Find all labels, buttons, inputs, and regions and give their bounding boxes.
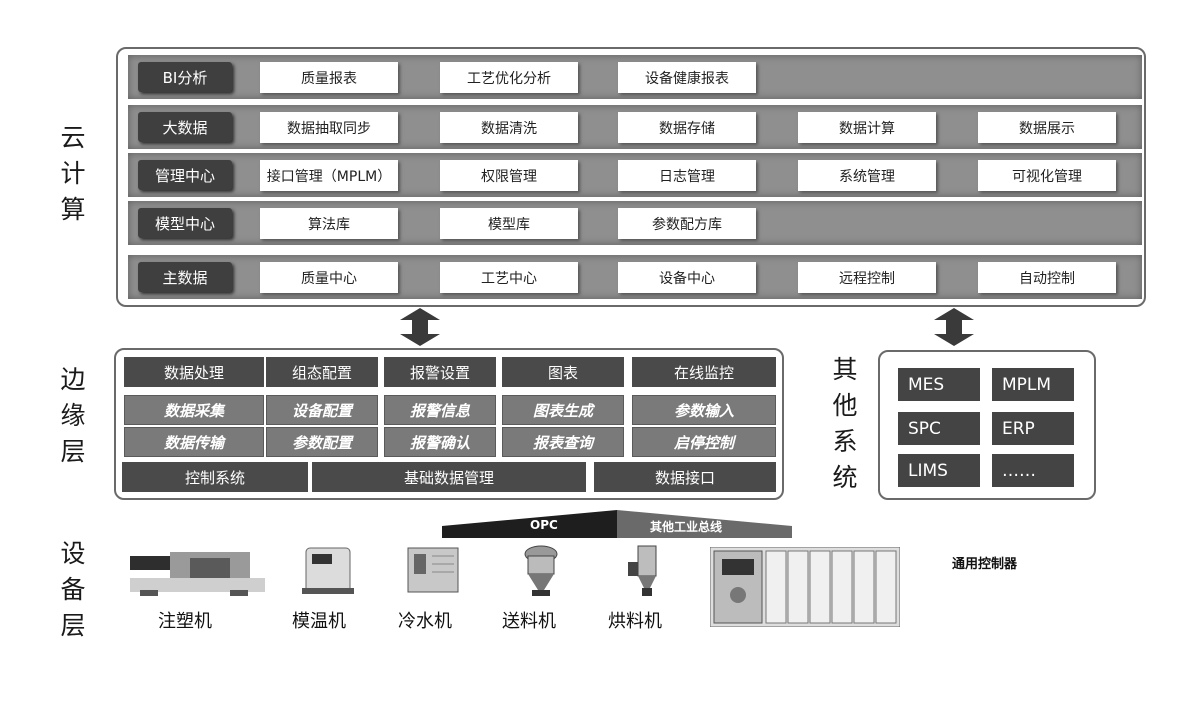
cloud-module-box: 自动控制 bbox=[978, 262, 1116, 293]
edge-function-cell: 报警设置 bbox=[384, 357, 496, 387]
industrial-bus bbox=[432, 508, 792, 538]
other-system-cell: LIMS bbox=[898, 454, 980, 487]
edge-function-cell: 数据接口 bbox=[594, 462, 776, 492]
edge-panel: 数据处理组态配置报警设置图表在线监控数据采集设备配置报警信息图表生成参数输入数据… bbox=[114, 348, 784, 500]
cloud-module-box: 数据清洗 bbox=[440, 112, 578, 143]
cloud-category-label: 主数据 bbox=[138, 262, 232, 292]
device-label-loader: 送料机 bbox=[502, 611, 556, 632]
edge-function-cell: 控制系统 bbox=[122, 462, 308, 492]
cloud-module-box: 参数配方库 bbox=[618, 208, 756, 239]
cloud-row: BI分析质量报表 工艺优化分析 设备健康报表 bbox=[128, 55, 1142, 99]
cloud-module-box: 工艺优化分析 bbox=[440, 62, 578, 93]
cloud-module-box: 设备中心 bbox=[618, 262, 756, 293]
cloud-module-box: 权限管理 bbox=[440, 160, 578, 191]
device-label-dryer: 烘料机 bbox=[608, 611, 662, 632]
cloud-module-box: 远程控制 bbox=[798, 262, 936, 293]
cloud-row: 大数据数据抽取同步 数据清洗 数据存储 数据计算 数据展示 bbox=[128, 105, 1142, 149]
layer-label-cloud: 云计算 bbox=[60, 123, 86, 224]
cloud-category-label: 管理中心 bbox=[138, 160, 232, 190]
other-systems-panel: MES MPLM SPC ERP LIMS …… bbox=[878, 350, 1096, 500]
controller-label: 通用控制器 bbox=[952, 557, 1018, 572]
cloud-module-box: 可视化管理 bbox=[978, 160, 1116, 191]
cloud-module-box: 数据展示 bbox=[978, 112, 1116, 143]
cloud-module-box: 算法库 bbox=[260, 208, 398, 239]
edge-function-cell: 参数配置 bbox=[266, 427, 378, 457]
other-system-cell: SPC bbox=[898, 412, 980, 445]
cloud-module-box: 设备健康报表 bbox=[618, 62, 756, 93]
cloud-row: 主数据质量中心 工艺中心 设备中心 远程控制 自动控制 bbox=[128, 255, 1142, 299]
hopper-dryer-image bbox=[628, 545, 657, 596]
chiller-image bbox=[407, 547, 459, 593]
edge-function-cell: 数据传输 bbox=[124, 427, 264, 457]
cloud-category-label: 模型中心 bbox=[138, 208, 232, 238]
bus-opc-label: OPC bbox=[530, 518, 558, 532]
material-loader-image bbox=[524, 545, 558, 596]
other-system-cell: MES bbox=[898, 368, 980, 401]
cloud-row: 模型中心算法库 模型库 参数配方库 bbox=[128, 201, 1142, 245]
plc-controller-image bbox=[710, 547, 900, 627]
device-label-mold-temp: 模温机 bbox=[292, 611, 346, 632]
layer-label-edge: 边缘层 bbox=[60, 365, 86, 466]
device-label-injection-molding: 注塑机 bbox=[158, 611, 212, 632]
edge-function-cell: 设备配置 bbox=[266, 395, 378, 425]
other-system-cell: ERP bbox=[992, 412, 1074, 445]
cloud-other-arrow bbox=[934, 308, 974, 346]
edge-function-cell: 数据采集 bbox=[124, 395, 264, 425]
other-system-cell: …… bbox=[992, 454, 1074, 487]
edge-function-cell: 参数输入 bbox=[632, 395, 776, 425]
cloud-module-box: 质量报表 bbox=[260, 62, 398, 93]
edge-function-cell: 数据处理 bbox=[124, 357, 264, 387]
cloud-module-box: 接口管理（MPLM） bbox=[260, 160, 398, 191]
cloud-module-box: 数据存储 bbox=[618, 112, 756, 143]
other-system-cell: MPLM bbox=[992, 368, 1074, 401]
device-label-chiller: 冷水机 bbox=[398, 611, 452, 632]
edge-function-cell: 报警信息 bbox=[384, 395, 496, 425]
edge-function-cell: 报警确认 bbox=[384, 427, 496, 457]
cloud-module-box: 系统管理 bbox=[798, 160, 936, 191]
cloud-module-box: 数据计算 bbox=[798, 112, 936, 143]
cloud-module-box: 数据抽取同步 bbox=[260, 112, 398, 143]
layer-label-other: 其他系统 bbox=[832, 355, 858, 492]
layer-label-device: 设备层 bbox=[60, 539, 86, 640]
mold-temperature-controller-image bbox=[302, 547, 354, 594]
injection-molding-machine-image bbox=[130, 552, 265, 596]
cloud-module-box: 模型库 bbox=[440, 208, 578, 239]
cloud-module-box: 日志管理 bbox=[618, 160, 756, 191]
edge-function-cell: 组态配置 bbox=[266, 357, 378, 387]
edge-function-cell: 图表生成 bbox=[502, 395, 624, 425]
edge-function-cell: 在线监控 bbox=[632, 357, 776, 387]
cloud-row: 管理中心接口管理（MPLM） 权限管理 日志管理 系统管理 可视化管理 bbox=[128, 153, 1142, 197]
edge-function-cell: 报表查询 bbox=[502, 427, 624, 457]
cloud-category-label: 大数据 bbox=[138, 112, 232, 142]
cloud-module-box: 质量中心 bbox=[260, 262, 398, 293]
cloud-category-label: BI分析 bbox=[138, 62, 232, 92]
cloud-module-box: 工艺中心 bbox=[440, 262, 578, 293]
cloud-panel: BI分析质量报表 工艺优化分析 设备健康报表大数据数据抽取同步 数据清洗 数据存储 数据计… bbox=[116, 47, 1146, 307]
edge-function-cell: 图表 bbox=[502, 357, 624, 387]
cloud-edge-arrow bbox=[400, 308, 440, 346]
edge-function-cell: 基础数据管理 bbox=[312, 462, 586, 492]
bus-other-label: 其他工业总线 bbox=[650, 520, 723, 534]
edge-function-cell: 启停控制 bbox=[632, 427, 776, 457]
